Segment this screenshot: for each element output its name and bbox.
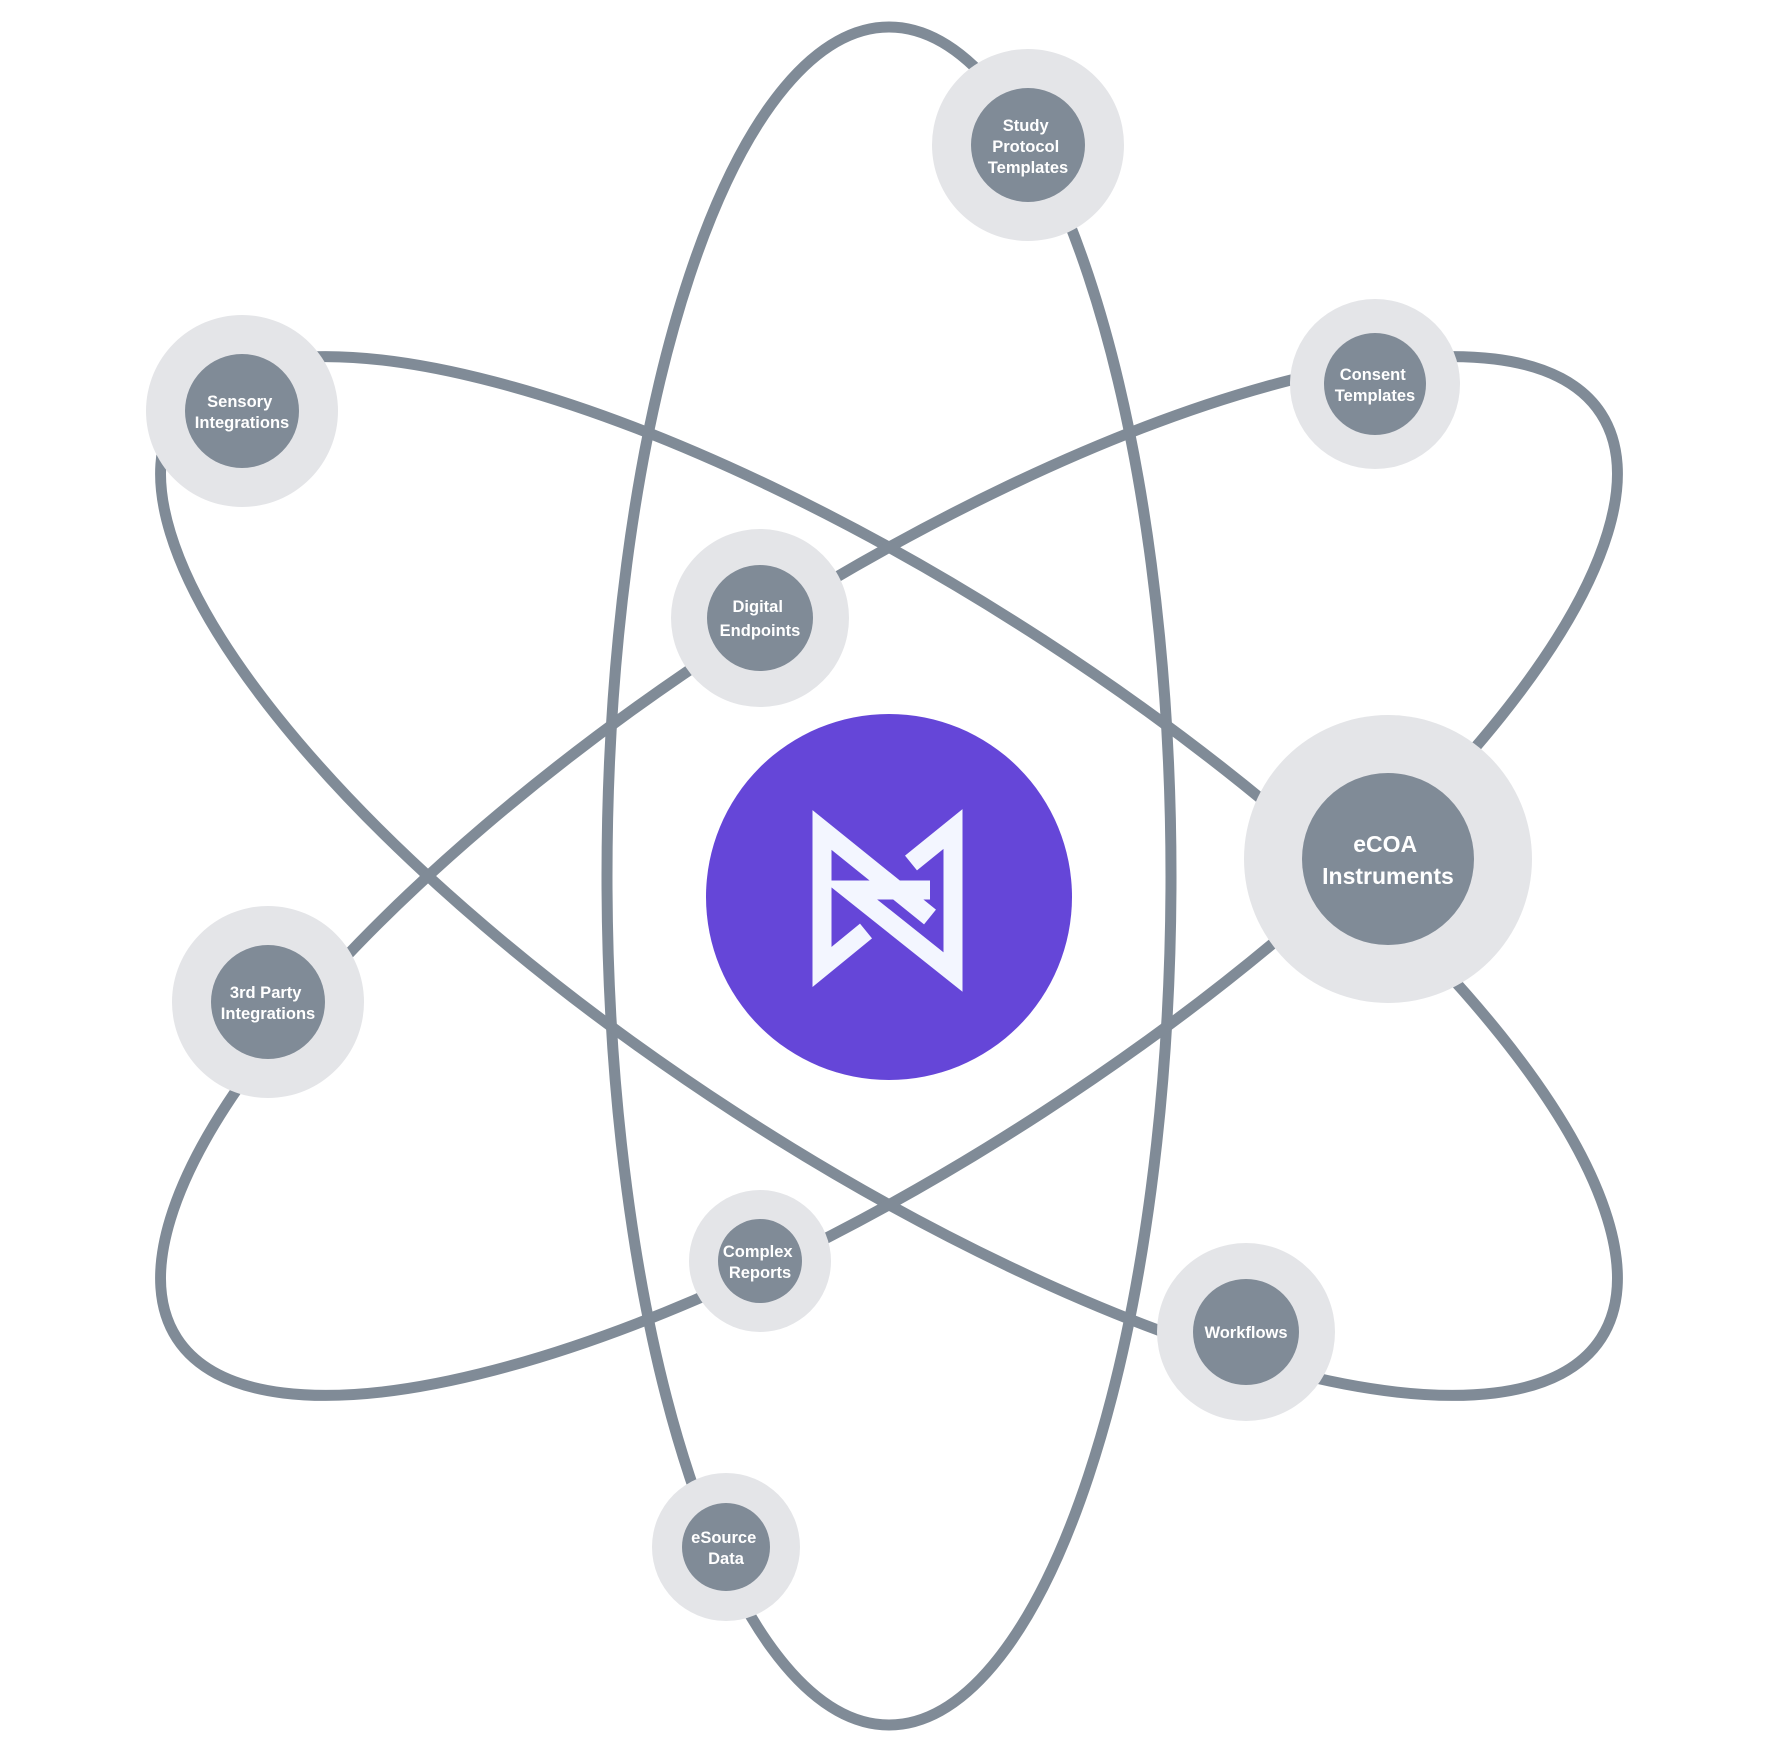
node-study-protocol-templates[interactable]: Study Protocol Templates (932, 49, 1124, 241)
node-circle (971, 88, 1085, 202)
node-digital-endpoints[interactable]: Digital Endpoints (671, 529, 849, 707)
node-circle (682, 1503, 770, 1591)
node-ecoa-instruments[interactable]: eCOA Instruments (1244, 715, 1532, 1003)
node-label: Workflows (1204, 1324, 1287, 1342)
node-label: eCOA Instruments (1322, 831, 1454, 889)
node-circle (1324, 333, 1426, 435)
node-3rd-party-integrations[interactable]: 3rd Party Integrations (172, 906, 364, 1098)
node-label: eSource Data (691, 1529, 761, 1568)
node-label: Digital Endpoints (720, 598, 801, 640)
node-circle (1193, 1279, 1299, 1385)
node-workflows[interactable]: Workflows (1157, 1243, 1335, 1421)
node-label: Consent Templates (1335, 366, 1415, 405)
node-label: 3rd Party Integrations (221, 984, 315, 1023)
logo-mark-icon (812, 809, 963, 992)
node-sensory-integrations[interactable]: Sensory Integrations (146, 315, 338, 507)
node-label: Complex Reports (723, 1243, 797, 1282)
node-circle (707, 565, 813, 671)
node-circle (718, 1219, 802, 1303)
node-circle (211, 945, 325, 1059)
node-complex-reports[interactable]: Complex Reports (689, 1190, 831, 1332)
node-consent-templates[interactable]: Consent Templates (1290, 299, 1460, 469)
node-esource-data[interactable]: eSource Data (652, 1473, 800, 1621)
node-label: Sensory Integrations (195, 393, 289, 432)
node-circle (1302, 773, 1474, 945)
node-circle (185, 354, 299, 468)
node-label: Study Protocol Templates (988, 117, 1068, 177)
vertical-orbit (601, 21, 1177, 1731)
hub (706, 714, 1072, 1080)
